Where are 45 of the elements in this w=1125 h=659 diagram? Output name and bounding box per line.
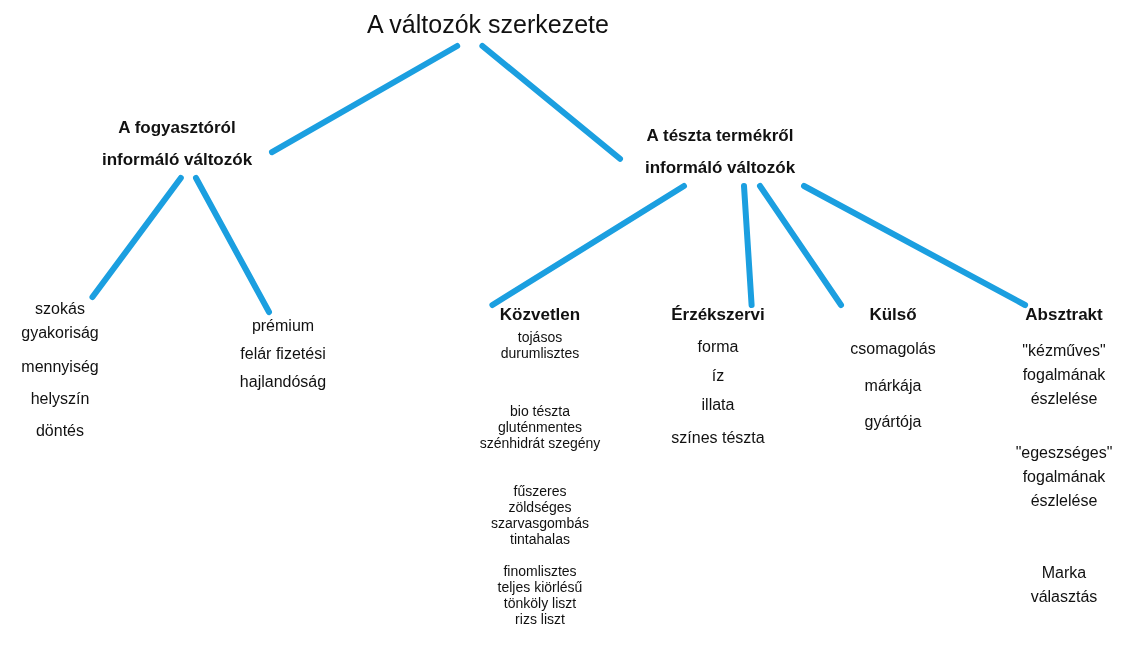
node-text: A változók szerkezete — [367, 9, 609, 40]
node-text: döntés — [35, 421, 84, 441]
node-text: hajlandóság — [239, 372, 327, 392]
node-text: fűszeres — [513, 483, 567, 499]
connector-line — [741, 183, 755, 308]
node-text: szénhidrát szegény — [479, 435, 601, 451]
node-text: íz — [711, 366, 725, 386]
connector-line — [757, 183, 844, 308]
node-text: csomagolás — [850, 339, 936, 359]
node-text: "kézműves" fogalmának észlelése — [1021, 341, 1107, 409]
node-text: tönköly liszt — [503, 595, 577, 611]
node-text: zöldséges — [508, 499, 572, 515]
node-text: helyszín — [30, 389, 90, 409]
connector-line — [89, 175, 184, 300]
node-text: gluténmentes — [497, 419, 583, 435]
connector-line — [269, 43, 461, 156]
connector-line — [193, 175, 272, 315]
connector-line — [801, 183, 1029, 308]
node-text: forma — [697, 337, 739, 357]
node-text: tojásos — [517, 329, 563, 345]
heading-text: A fogyasztóról informáló változók — [100, 117, 254, 171]
node-text: színes tészta — [671, 428, 765, 448]
node-text: rizs liszt — [515, 611, 565, 627]
node-text: prémium — [251, 316, 315, 336]
heading-text: Absztrakt — [1025, 305, 1103, 325]
node-text: márkája — [864, 376, 922, 396]
node-text: szarvasgombás — [490, 515, 589, 531]
node-text: felár fizetési — [240, 344, 326, 364]
connector-line — [489, 183, 687, 308]
node-text: teljes kiörlésű — [497, 579, 583, 595]
heading-text: A tészta termékről informáló változók — [643, 125, 797, 179]
node-text: mennyiség — [21, 357, 99, 377]
node-text: szokás gyakoriság — [20, 299, 100, 343]
node-text: Marka választás — [1029, 563, 1099, 607]
heading-text: Külső — [869, 305, 917, 325]
node-text: gyártója — [864, 412, 922, 432]
node-text: bio tészta — [510, 403, 570, 419]
node-text: finomlisztes — [503, 563, 577, 579]
heading-text: Közvetlen — [499, 305, 581, 325]
node-text: "egeszséges" fogalmának észlelése — [1014, 443, 1114, 511]
connector-line — [479, 43, 623, 162]
node-text: illata — [701, 395, 735, 415]
node-text: durumlisztes — [500, 345, 580, 361]
node-text: tintahalas — [510, 531, 570, 547]
heading-text: Érzékszervi — [671, 305, 765, 325]
